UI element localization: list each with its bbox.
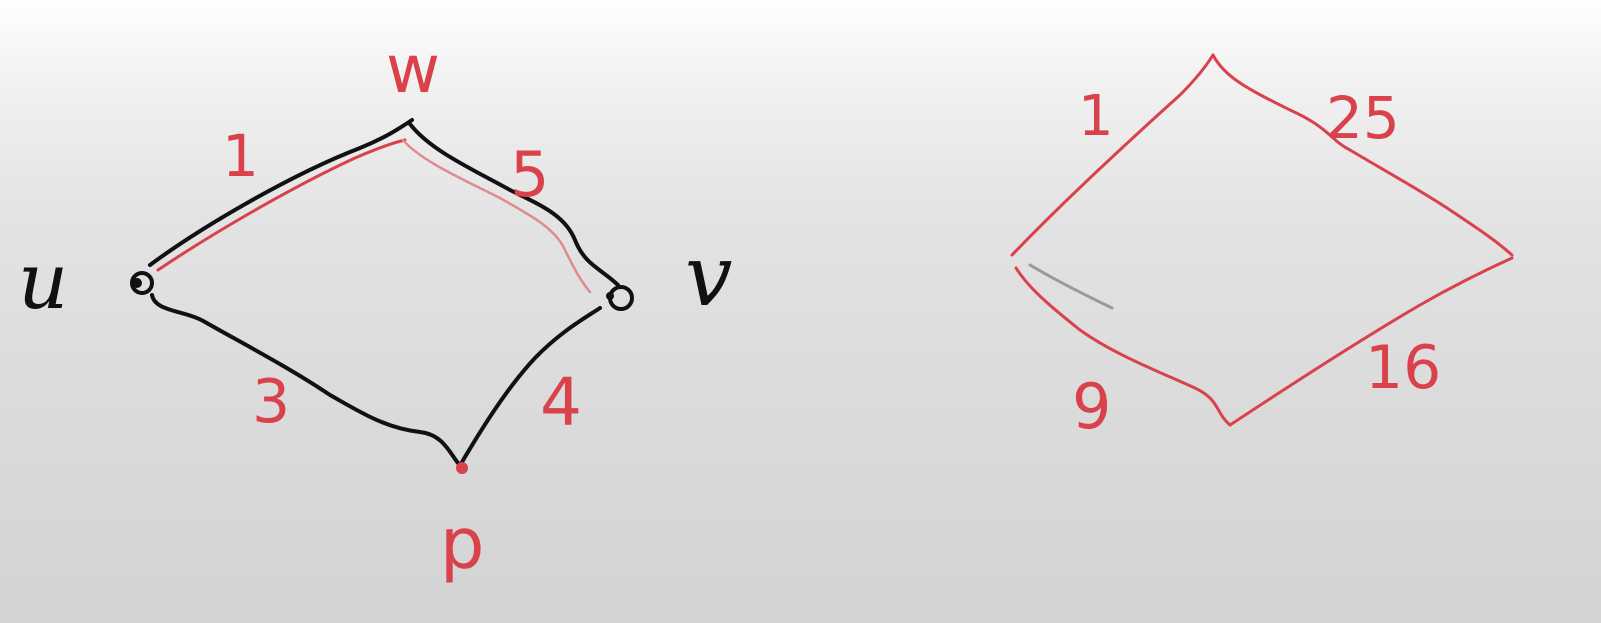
- edge-w-v-highlight: [401, 138, 592, 294]
- edge-u-w: [148, 118, 414, 267]
- vertex-label-p: p: [440, 503, 484, 585]
- edge-right-bottom-left: [1014, 266, 1232, 427]
- edge-right-bottom-right: [1228, 256, 1514, 427]
- weight-u-w: 1: [222, 122, 259, 190]
- left-graph: u v w p 1 5 3 4: [18, 31, 732, 585]
- weight-right-top-left: 1: [1078, 84, 1114, 149]
- edge-w-v: [408, 122, 620, 287]
- right-graph: 1 25 9 16: [1010, 53, 1514, 443]
- vertex-label-v: v: [685, 227, 732, 325]
- weight-u-p: 3: [252, 367, 290, 437]
- weight-right-top-right: 25: [1326, 84, 1400, 152]
- pen-stroke: [1028, 263, 1114, 310]
- weight-p-v: 4: [540, 364, 582, 441]
- vertex-v: [606, 285, 634, 311]
- vertex-label-u: u: [18, 237, 68, 327]
- weight-right-bottom-left: 9: [1072, 370, 1111, 443]
- edge-p-v: [460, 306, 602, 464]
- weight-right-bottom-right: 16: [1365, 333, 1441, 403]
- weight-w-v: 5: [510, 138, 549, 211]
- vertex-u: [130, 271, 154, 295]
- edge-right-top-right: [1211, 53, 1514, 257]
- edge-right-top-left: [1010, 53, 1215, 257]
- vertex-p: [456, 462, 468, 474]
- edge-u-p: [150, 293, 464, 470]
- vertex-label-w: w: [386, 31, 440, 108]
- edge-u-w-highlight: [156, 138, 407, 272]
